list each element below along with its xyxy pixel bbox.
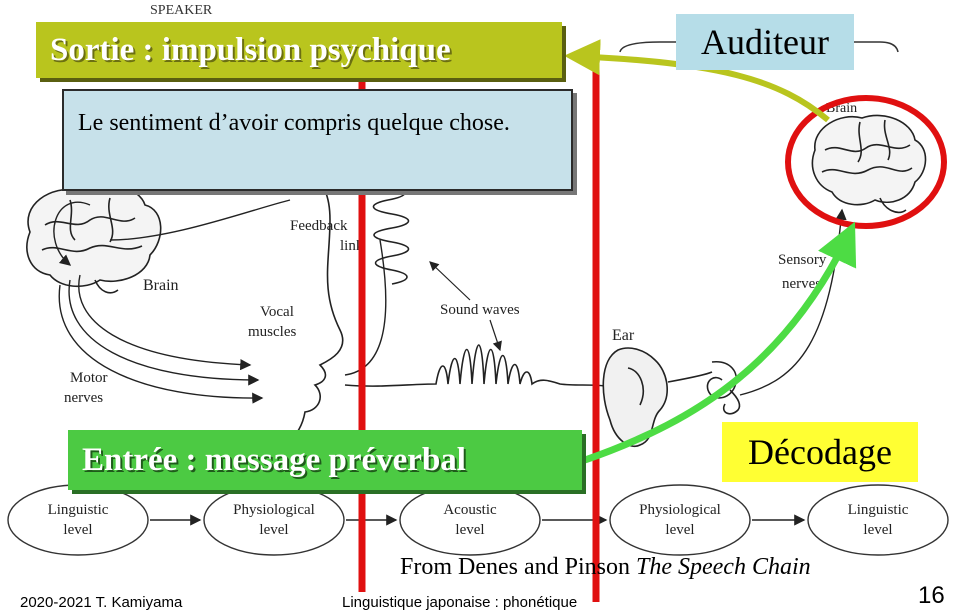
page-number: 16 xyxy=(918,582,945,609)
link-label: link xyxy=(340,238,364,254)
figure-source-credit: From Denes and Pinson The Speech Chain xyxy=(400,554,811,581)
motor-nerves-label: nerves xyxy=(64,390,103,406)
level-ellipse-3 xyxy=(399,484,541,556)
level-ellipse-1 xyxy=(7,484,149,556)
feedback-wave-icon xyxy=(372,184,410,285)
listener-brain-icon xyxy=(811,114,927,214)
sound-waves-arrow-up xyxy=(429,261,471,301)
footer-course: Linguistique japonaise : phonétique xyxy=(342,594,578,611)
level-ellipse-5 xyxy=(807,484,949,556)
source-prefix: From Denes and Pinson xyxy=(400,554,636,580)
level-ellipse-4 xyxy=(609,484,751,556)
feedback-label: Feedback xyxy=(290,218,348,234)
motor-nerve-lines xyxy=(53,199,291,404)
ear-label: Ear xyxy=(612,327,635,344)
output-arrow xyxy=(564,39,830,123)
level-1-line2: level xyxy=(63,522,92,538)
comprehension-note-box: Le sentiment d’avoir compris quelque cho… xyxy=(62,89,573,191)
input-arrow xyxy=(583,221,857,464)
source-title: The Speech Chain xyxy=(636,554,811,580)
sound-waves-arrow-down xyxy=(489,319,502,352)
sensory-label: Sensory xyxy=(778,252,827,268)
level-2-line2: level xyxy=(259,522,288,538)
level-3-line2: level xyxy=(455,522,484,538)
level-ellipse-2 xyxy=(203,484,345,556)
sound-waves-label: Sound waves xyxy=(440,302,520,318)
level-chain: Linguistic level Physiological level Aco… xyxy=(7,484,949,556)
output-label-box: Sortie : impulsion psychique xyxy=(36,22,562,78)
sound-wave-icon xyxy=(344,344,606,387)
footer-author: 2020-2021 T. Kamiyama xyxy=(20,594,183,611)
muscles-label: muscles xyxy=(248,324,296,340)
sensory-nerves-label: nerves xyxy=(782,276,821,292)
brain-label-speaker: Brain xyxy=(143,277,179,294)
level-3-line1: Acoustic xyxy=(443,502,497,518)
level-1-line1: Linguistic xyxy=(48,502,109,518)
level-4-line2: level xyxy=(665,522,694,538)
speaker-head-outline xyxy=(259,172,344,453)
listener-brain-highlight xyxy=(785,95,947,229)
decoding-label-box: Décodage xyxy=(722,422,918,482)
input-label-box: Entrée : message préverbal xyxy=(68,430,582,490)
motor-label: Motor xyxy=(70,370,108,386)
listener-label-box: Auditeur xyxy=(676,14,854,70)
level-5-line2: level xyxy=(863,522,892,538)
vocal-label: Vocal xyxy=(260,304,294,320)
level-2-line1: Physiological xyxy=(233,502,315,518)
listener-bracket xyxy=(619,41,899,53)
level-4-line1: Physiological xyxy=(639,502,721,518)
feedback-link-line xyxy=(344,239,387,376)
level-5-line1: Linguistic xyxy=(848,502,909,518)
speaker-heading: SPEAKER xyxy=(150,3,213,18)
